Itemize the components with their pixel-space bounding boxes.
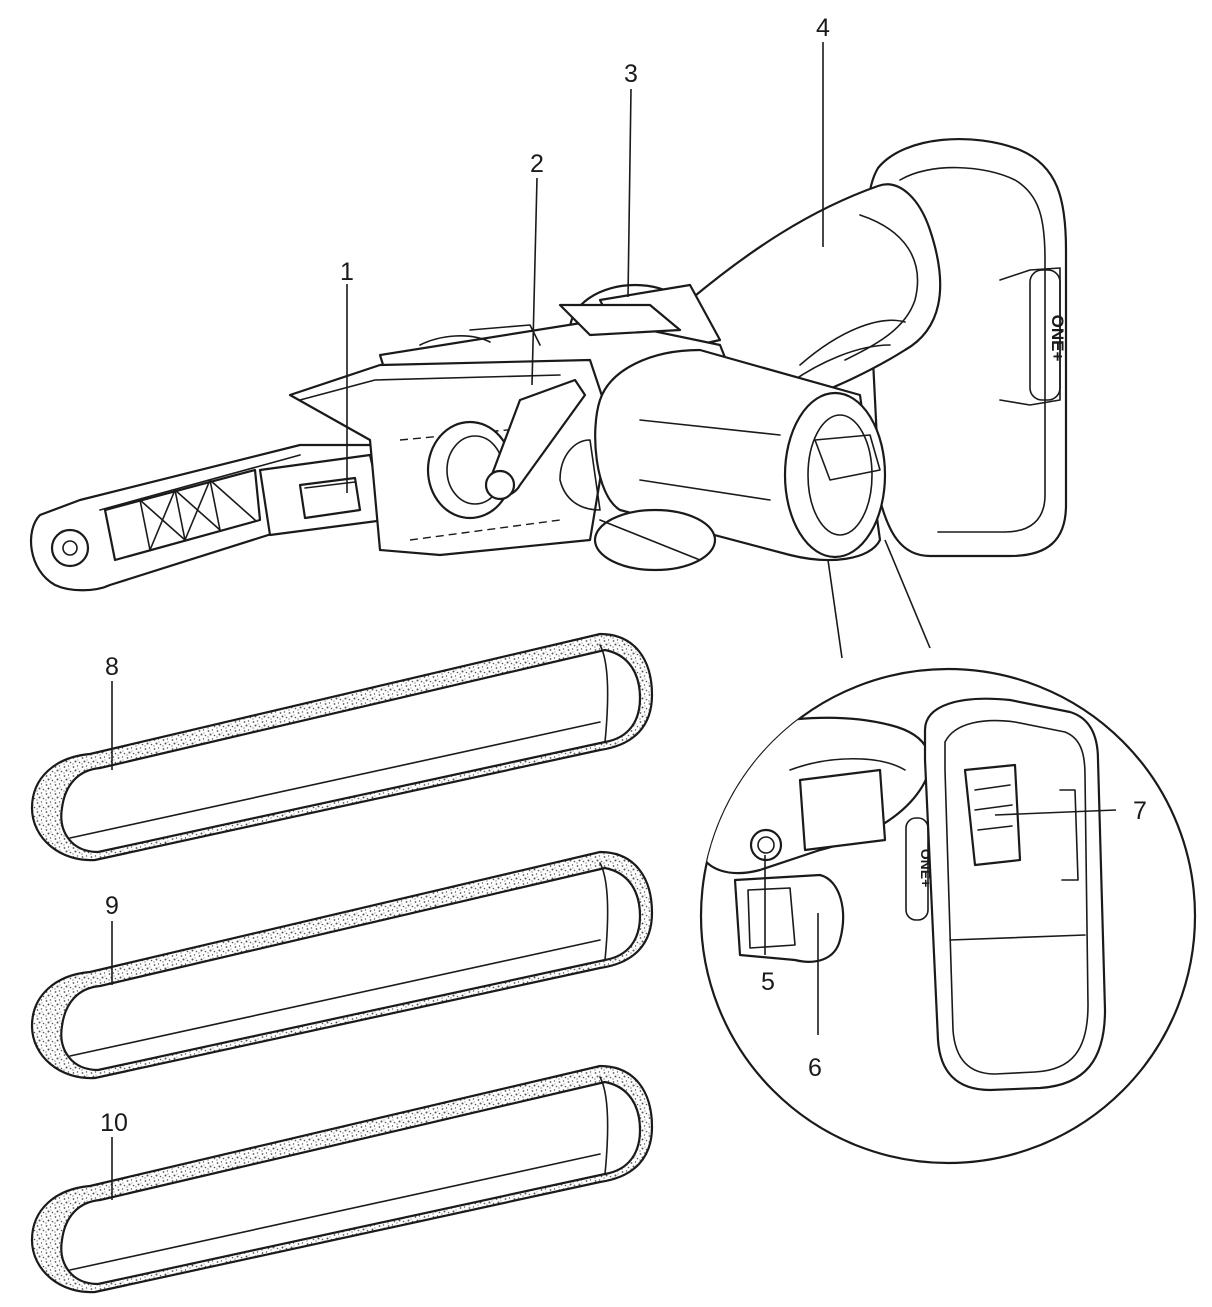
detail-magnifier-drawing: ONE+ bbox=[699, 539, 1197, 1165]
sanding-belt-10 bbox=[30, 1064, 654, 1294]
callout-labels: 1 2 3 4 5 6 7 8 9 10 bbox=[100, 14, 1147, 1137]
callout-2: 2 bbox=[530, 150, 544, 178]
callout-7: 7 bbox=[1133, 797, 1147, 825]
callout-6: 6 bbox=[808, 1054, 822, 1082]
callout-9: 9 bbox=[105, 892, 119, 920]
callout-3: 3 bbox=[624, 60, 638, 88]
callout-8: 8 bbox=[105, 653, 119, 681]
sanding-belt-9 bbox=[30, 850, 654, 1080]
callout-10: 10 bbox=[100, 1109, 128, 1137]
callout-leaders bbox=[111, 42, 1117, 1200]
svg-text:ONE+: ONE+ bbox=[1048, 315, 1067, 362]
battery-logo-label: ONE+ bbox=[1048, 315, 1067, 362]
callout-4: 4 bbox=[816, 14, 830, 42]
callout-1: 1 bbox=[340, 258, 354, 286]
svg-text:ONE+: ONE+ bbox=[918, 849, 934, 888]
sanding-belt-8 bbox=[30, 632, 654, 862]
belt-sander-drawing: ONE+ bbox=[29, 137, 1068, 592]
callout-5: 5 bbox=[761, 968, 775, 996]
